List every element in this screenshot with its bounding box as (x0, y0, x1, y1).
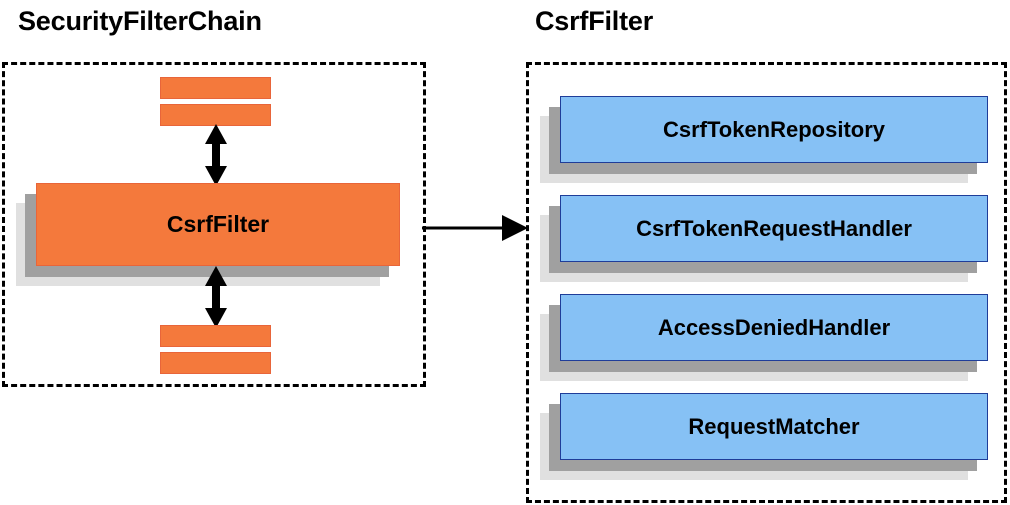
node-csrf-token-repository[interactable]: CsrfTokenRepository (540, 96, 988, 183)
node-access-denied-handler-label: AccessDeniedHandler (560, 294, 988, 361)
csrf-filter-collaborators-container (526, 62, 1007, 503)
node-csrf-filter[interactable]: CsrfFilter (16, 183, 400, 286)
right-panel-title: CsrfFilter (535, 6, 654, 36)
left-panel-title: SecurityFilterChain (18, 6, 262, 36)
node-access-denied-handler[interactable]: AccessDeniedHandler (540, 294, 988, 381)
node-csrf-token-request-handler[interactable]: CsrfTokenRequestHandler (540, 195, 988, 282)
filter-bar-above-1 (160, 77, 271, 99)
node-csrf-token-request-handler-label: CsrfTokenRequestHandler (560, 195, 988, 262)
filter-bar-below-1 (160, 325, 271, 347)
node-csrf-token-repository-label: CsrfTokenRepository (560, 96, 988, 163)
filter-bar-below-2 (160, 352, 271, 374)
arrow-chain-lower (201, 266, 231, 328)
connector-arrow-to-collaborators (422, 214, 534, 242)
arrow-chain-upper (201, 124, 231, 186)
filter-bar-above-2 (160, 104, 271, 126)
node-csrf-filter-label: CsrfFilter (36, 183, 400, 266)
security-filter-chain-container (2, 62, 426, 387)
node-request-matcher[interactable]: RequestMatcher (540, 393, 988, 480)
node-request-matcher-label: RequestMatcher (560, 393, 988, 460)
